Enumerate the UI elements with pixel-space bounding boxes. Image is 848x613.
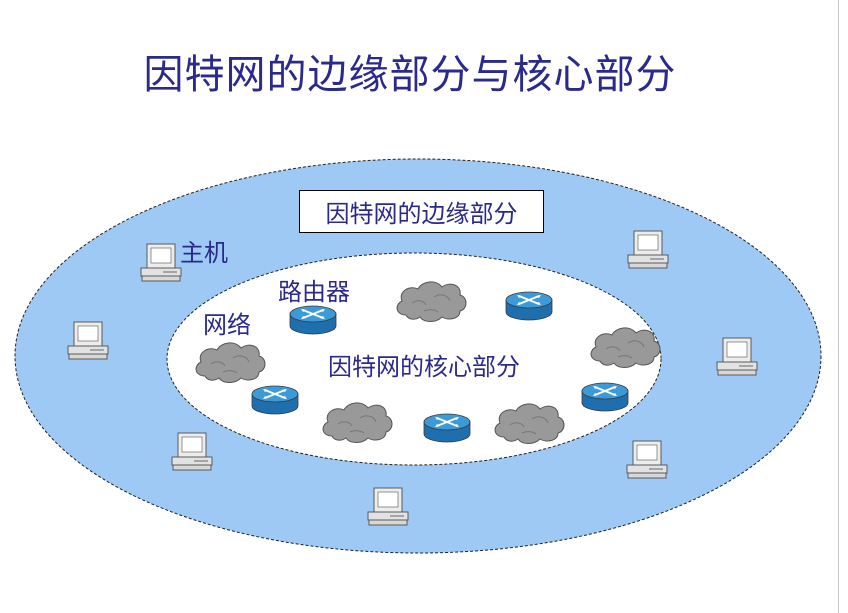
slide-title: 因特网的边缘部分与核心部分 bbox=[143, 52, 677, 98]
host-computer-icon bbox=[140, 243, 182, 282]
router-icon bbox=[505, 291, 553, 321]
host-computer-icon bbox=[171, 432, 213, 471]
slide-right-border bbox=[838, 0, 839, 613]
host-computer-icon bbox=[67, 321, 109, 360]
host-computer-icon bbox=[627, 230, 669, 269]
host-label: 主机 bbox=[180, 239, 228, 267]
edge-part-label: 因特网的边缘部分 bbox=[325, 200, 518, 228]
router-icon bbox=[289, 305, 337, 335]
core-part-label: 因特网的核心部分 bbox=[328, 353, 520, 381]
router-icon bbox=[423, 413, 471, 443]
host-computer-icon bbox=[716, 337, 758, 376]
router-icon bbox=[251, 385, 299, 415]
router-icon bbox=[581, 382, 629, 412]
edge-part-label-box: 因特网的边缘部分 bbox=[299, 190, 544, 233]
host-computer-icon bbox=[626, 440, 668, 479]
router-label: 路由器 bbox=[278, 278, 350, 306]
host-computer-icon bbox=[367, 487, 409, 526]
network-label: 网络 bbox=[203, 311, 251, 339]
